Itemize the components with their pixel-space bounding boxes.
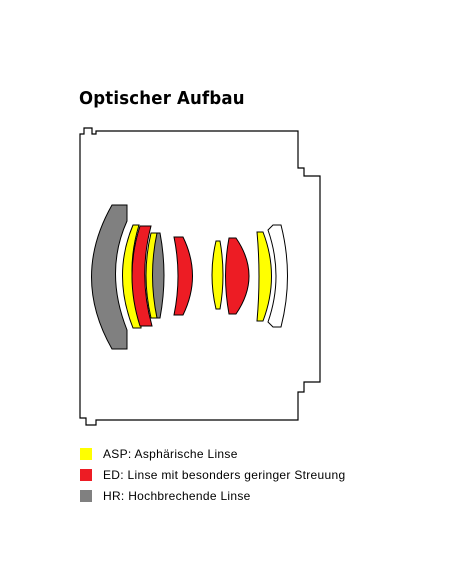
legend-label-asp: ASP: Asphärische Linse [103,446,238,461]
lens-element-10 [267,224,288,328]
lens-element-7 [211,240,224,310]
lens-barrel-outline [79,127,321,426]
lens-element-8 [225,237,250,315]
diagram-title: Optischer Aufbau [79,88,245,109]
legend-label-ed: ED: Linse mit besonders geringer Streuun… [103,467,346,482]
legend-item-hr: HR: Hochbrechende Linse [80,485,345,506]
legend-swatch-asp [80,447,92,460]
legend-label-hr: HR: Hochbrechende Linse [103,488,251,503]
lens-element-6 [173,236,193,316]
legend: ASP: Asphärische Linse ED: Linse mit bes… [80,443,345,506]
legend-item-ed: ED: Linse mit besonders geringer Streuun… [80,464,345,485]
lens-element-1 [91,204,128,350]
legend-swatch-ed [80,468,92,481]
lens-element-3 [131,225,153,327]
legend-swatch-hr [80,489,92,502]
lens-element-9 [256,231,272,322]
legend-item-asp: ASP: Asphärische Linse [80,443,345,464]
lens-element-5 [152,232,165,319]
